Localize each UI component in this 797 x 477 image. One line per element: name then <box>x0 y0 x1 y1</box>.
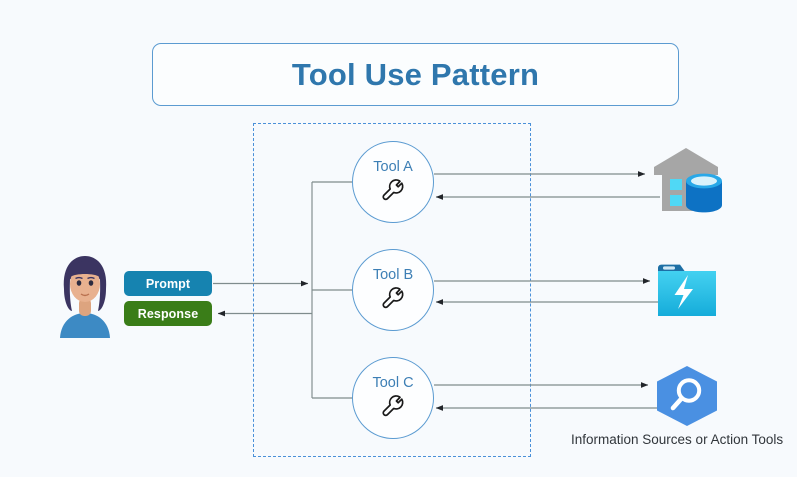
service-icon-logic-app[interactable] <box>656 262 718 318</box>
service-icon-data-warehouse[interactable] <box>650 143 722 215</box>
warehouse-roof <box>654 148 718 175</box>
warehouse-window-3 <box>670 195 682 206</box>
tool-node-b[interactable]: Tool B <box>352 249 434 331</box>
response-chip[interactable]: Response <box>124 301 212 326</box>
tool-group-boundary <box>253 123 531 457</box>
avatar-neck <box>79 298 91 316</box>
avatar-mouth <box>80 293 90 297</box>
services-caption: Information Sources or Action Tools <box>571 432 784 447</box>
warehouse-window-1 <box>670 179 682 190</box>
wrench-icon <box>382 287 404 309</box>
wrench-icon <box>382 179 404 201</box>
avatar-fringe <box>70 261 100 277</box>
folder-tab-line <box>663 266 675 270</box>
lightning-bolt-icon <box>674 275 693 309</box>
response-chip-label: Response <box>137 306 199 321</box>
tool-c-label: Tool C <box>372 374 414 391</box>
avatar-brow-right <box>87 276 95 280</box>
wrench-icon <box>382 395 404 417</box>
title-box: Tool Use Pattern <box>152 43 679 106</box>
avatar-brow-left <box>75 276 83 280</box>
tool-a-label: Tool A <box>373 158 413 175</box>
avatar-eye-left <box>76 280 82 286</box>
prompt-chip-label: Prompt <box>145 276 191 291</box>
prompt-chip[interactable]: Prompt <box>124 271 212 296</box>
page-title: Tool Use Pattern <box>291 56 540 92</box>
magnifier-handle <box>670 396 684 411</box>
tool-b-label: Tool B <box>372 266 414 283</box>
magnifier-lens <box>676 378 702 403</box>
avatar-face <box>70 266 100 302</box>
avatar-shirt <box>60 313 110 338</box>
hexagon-shape <box>657 366 717 426</box>
database-cylinder <box>686 173 722 213</box>
service-icon-cognitive-search[interactable] <box>654 365 720 427</box>
avatar-eye-right <box>88 280 94 286</box>
user-avatar <box>60 256 110 338</box>
tool-node-c[interactable]: Tool C <box>352 357 434 439</box>
tool-node-a[interactable]: Tool A <box>352 141 434 223</box>
